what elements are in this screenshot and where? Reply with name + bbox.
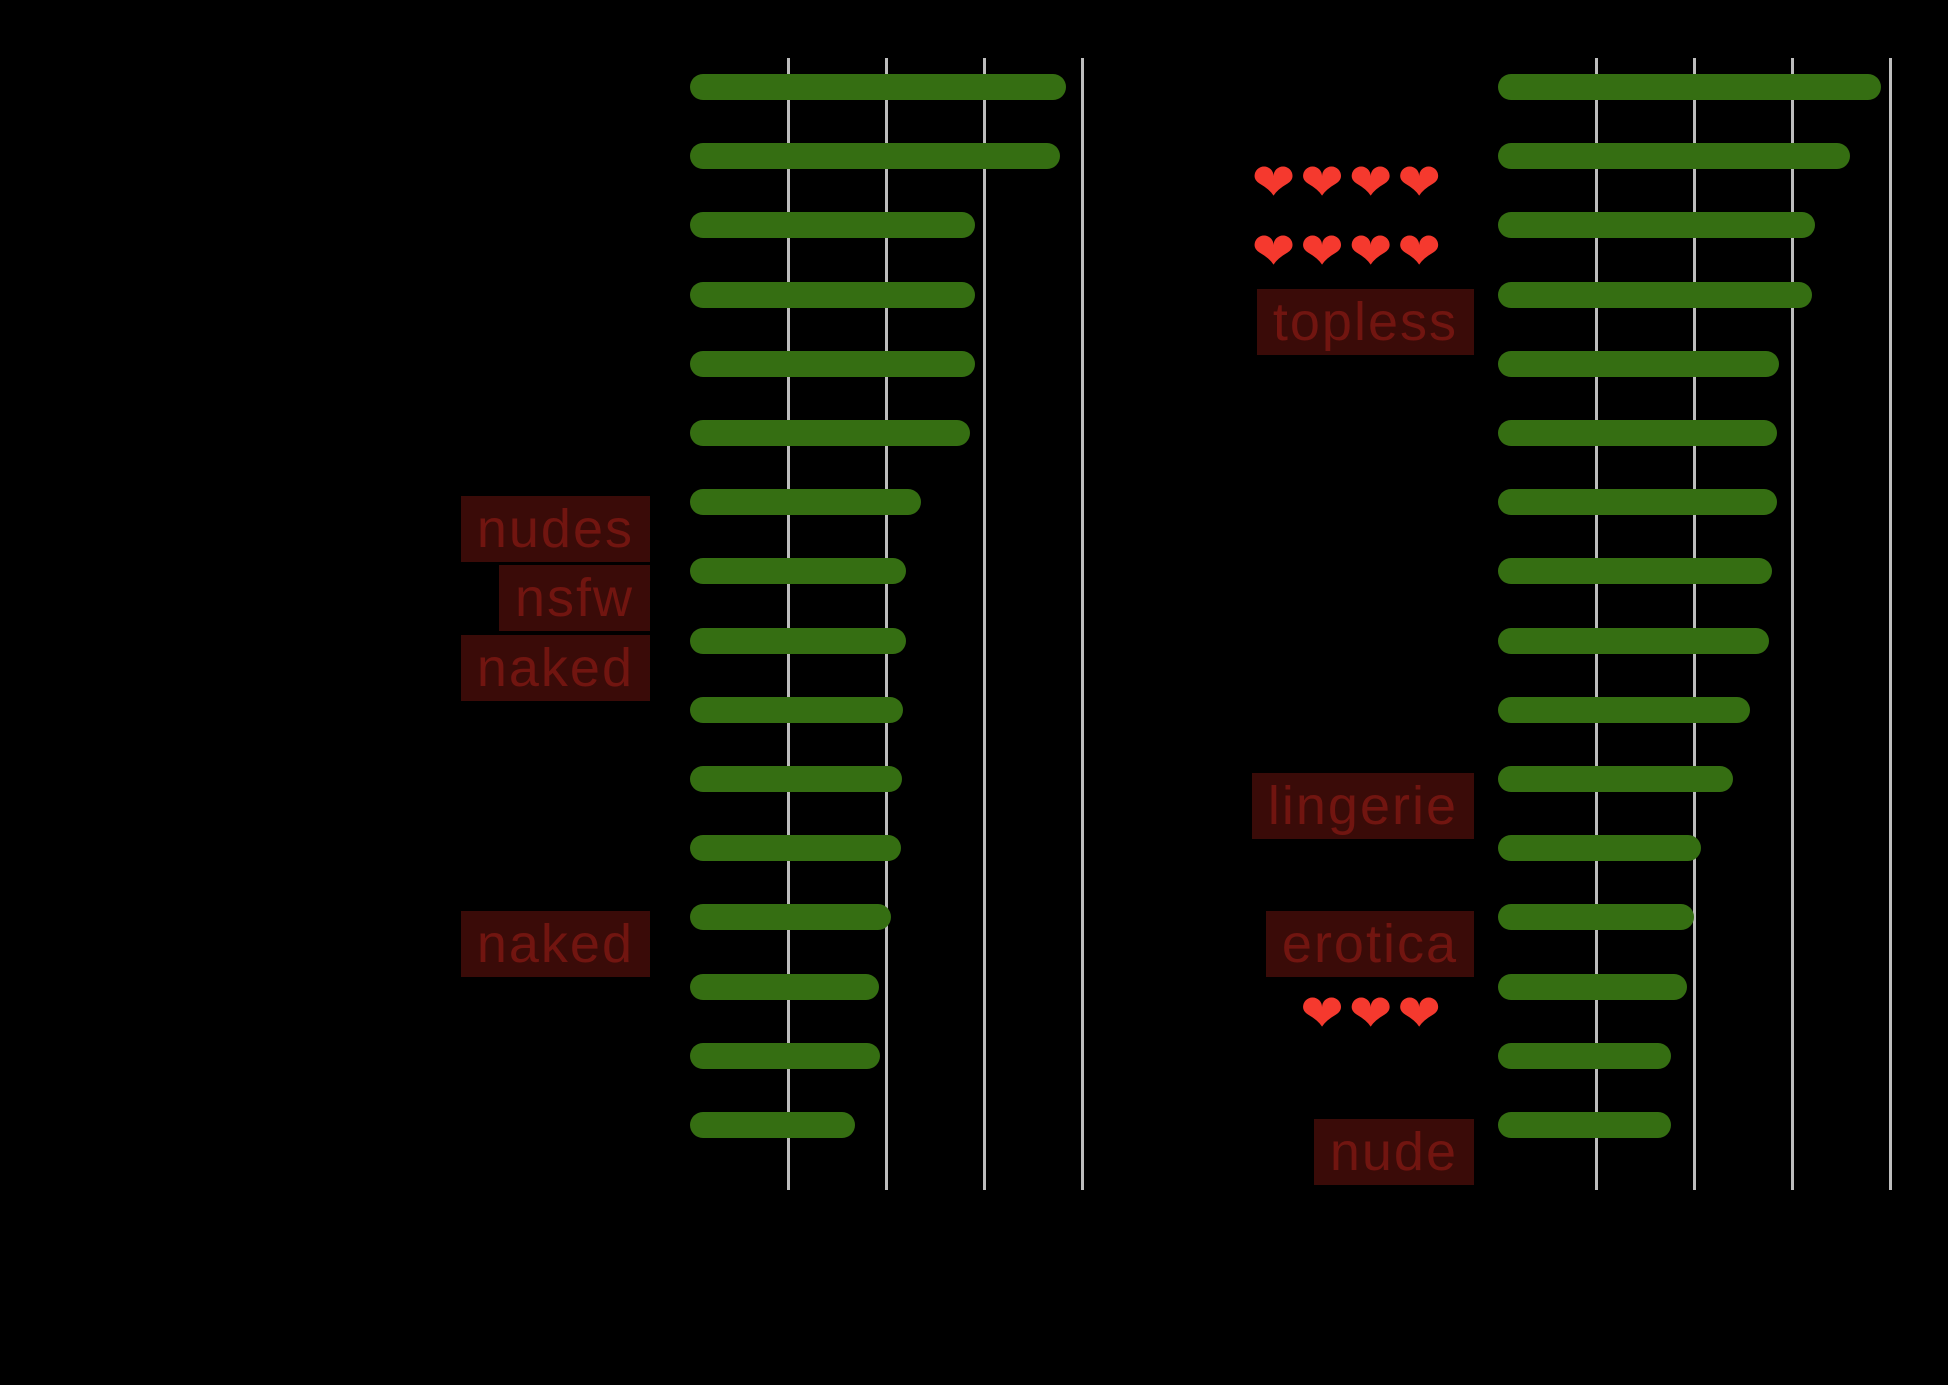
heart-icon: ❤ xyxy=(1300,984,1349,1043)
gridline-right-2 xyxy=(1693,58,1696,1190)
bar-left-row-3 xyxy=(690,212,975,239)
bar-left-row-5 xyxy=(690,350,975,377)
bar-right-row-5 xyxy=(1498,350,1779,377)
bar-left-row-10 xyxy=(690,696,903,723)
bar-left-row-14 xyxy=(690,973,879,1000)
heart-icon: ❤ xyxy=(1348,984,1398,1043)
hearts-label-right-row-14: ❤❤❤ xyxy=(1300,986,1446,1042)
bar-right-row-4 xyxy=(1498,281,1812,308)
bar-right-row-16 xyxy=(1498,1112,1671,1138)
censored-label-left-row-7: nudes xyxy=(460,496,650,563)
bar-left-row-15 xyxy=(690,1042,880,1069)
bar-left-row-4 xyxy=(690,281,975,308)
censored-label-right-row-4: topless xyxy=(1256,288,1474,355)
bar-left-row-12 xyxy=(690,835,901,862)
bar-left-row-13 xyxy=(690,904,891,931)
hearts-label-right-row-2: ❤❤❤❤ xyxy=(1252,155,1446,211)
bar-right-row-8 xyxy=(1498,558,1772,585)
heart-icon: ❤ xyxy=(1300,154,1349,213)
bar-right-row-11 xyxy=(1498,766,1733,792)
gridline-left-4 xyxy=(1081,58,1084,1190)
bar-left-row-8 xyxy=(690,558,906,585)
bar-right-row-10 xyxy=(1498,696,1750,723)
censored-label-right-row-11: lingerie xyxy=(1251,773,1474,839)
bar-left-row-9 xyxy=(690,627,906,654)
heart-icon: ❤ xyxy=(1348,154,1398,213)
heart-icon: ❤ xyxy=(1348,223,1398,282)
gridline-right-1 xyxy=(1595,58,1598,1190)
gridline-left-3 xyxy=(983,58,986,1190)
bar-right-row-9 xyxy=(1498,627,1769,654)
bar-left-row-16 xyxy=(690,1112,855,1138)
heart-icon: ❤ xyxy=(1397,984,1446,1043)
bar-right-row-2 xyxy=(1498,143,1850,170)
gridline-left-2 xyxy=(885,58,888,1190)
bar-right-row-3 xyxy=(1498,212,1815,239)
censored-label-left-row-9: naked xyxy=(460,634,650,701)
bar-right-row-7 xyxy=(1498,489,1777,516)
bar-left-row-1 xyxy=(690,74,1066,100)
hearts-label-right-row-3: ❤❤❤❤ xyxy=(1252,224,1446,280)
heart-icon: ❤ xyxy=(1300,223,1349,282)
gridline-left-1 xyxy=(787,58,790,1190)
heart-icon: ❤ xyxy=(1251,154,1301,213)
gridline-right-4 xyxy=(1889,58,1892,1190)
gridline-right-3 xyxy=(1791,58,1794,1190)
bar-left-row-11 xyxy=(690,766,902,792)
censored-label-right-row-16: nude xyxy=(1313,1119,1474,1185)
bar-right-row-14 xyxy=(1498,973,1687,1000)
heart-icon: ❤ xyxy=(1397,154,1446,213)
censored-label-right-row-13: erotica xyxy=(1265,911,1474,978)
bar-right-row-13 xyxy=(1498,904,1694,931)
bar-left-row-6 xyxy=(690,420,970,446)
bar-left-row-7 xyxy=(690,489,921,516)
heart-icon: ❤ xyxy=(1251,223,1301,282)
bar-right-row-12 xyxy=(1498,835,1701,862)
censored-label-left-row-8: nsfw xyxy=(498,565,650,632)
censored-label-left-row-13: naked xyxy=(460,911,650,978)
bar-right-row-1 xyxy=(1498,74,1881,100)
bar-left-row-2 xyxy=(690,143,1060,170)
heart-icon: ❤ xyxy=(1397,223,1446,282)
bar-right-row-6 xyxy=(1498,420,1777,446)
bar-right-row-15 xyxy=(1498,1042,1671,1069)
